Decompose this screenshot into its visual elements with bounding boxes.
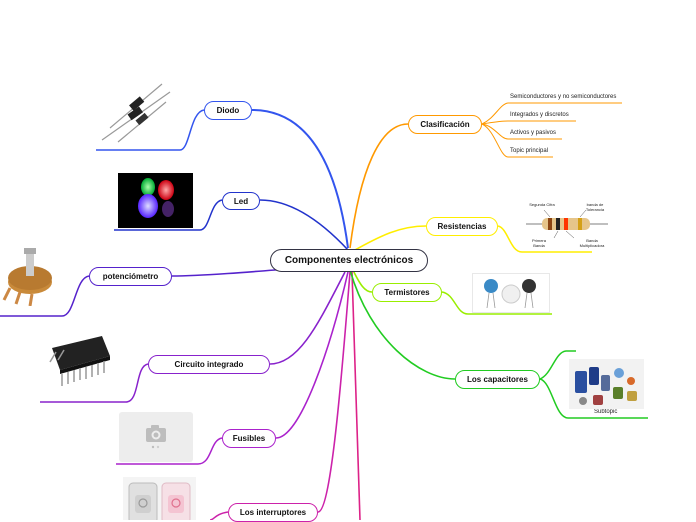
sub-connector-clasificacion-4: [481, 123, 553, 158]
connector-bottom: [351, 271, 361, 520]
connector-resistencias: [354, 225, 427, 251]
leaf-clasificacion-1[interactable]: Semiconductores y no semiconductores: [510, 94, 617, 100]
sub-connector-interruptores: [209, 511, 229, 520]
branch-fusibles[interactable]: Fusibles: [222, 429, 276, 448]
diode-image: [100, 80, 172, 144]
leaf-clasificacion-2[interactable]: Integrados y discretos: [510, 112, 569, 118]
potentiometer-image: [0, 244, 62, 306]
sub-connector-termistores: [441, 291, 552, 315]
branch-potenciometro[interactable]: potenciómetro: [89, 267, 172, 286]
branch-capacitores[interactable]: Los capacitores: [455, 370, 540, 389]
resistor-image: Segunda Cifra Primera Banda Banda Multip…: [524, 200, 610, 248]
resistor-label-primera-banda: Primera Banda: [531, 238, 546, 248]
fusibles-image-placeholder: [119, 412, 193, 462]
capacitor-image: [569, 359, 644, 409]
connector-circuito: [269, 271, 346, 365]
sub-connector-clasificacion-3: [481, 123, 562, 140]
sub-connector-diodo: [96, 109, 205, 151]
central-topic[interactable]: Componentes electrónicos: [270, 249, 428, 272]
sub-connector-clasificacion-2: [481, 120, 576, 125]
leaf-clasificacion-4[interactable]: Topic principal: [510, 148, 549, 154]
leaf-capacitores-subtopic[interactable]: Subtopic: [594, 409, 618, 415]
branch-clasificacion[interactable]: Clasificación: [408, 115, 482, 134]
connector-fusibles: [275, 271, 349, 439]
connector-led: [259, 199, 349, 251]
branch-diodo[interactable]: Diodo: [204, 101, 252, 120]
connector-capacitores: [349, 269, 456, 380]
resistor-label-tolerancia: banda de Tolerancia: [585, 202, 605, 212]
connector-diodo: [251, 109, 349, 249]
sub-connector-led: [114, 199, 223, 231]
switch-image: [123, 477, 196, 520]
resistor-label-segunda-cifra: Segunda Cifra: [529, 202, 555, 207]
branch-resistencias[interactable]: Resistencias: [426, 217, 498, 236]
branch-interruptores[interactable]: Los interruptores: [228, 503, 318, 522]
sub-connector-resistencias: [497, 225, 592, 253]
branch-circuito-integrado[interactable]: Circuito integrado: [148, 355, 270, 374]
sub-connector-potenciometro: [0, 275, 90, 317]
connector-clasificacion: [349, 123, 409, 249]
sub-connector-capacitores: [539, 378, 648, 419]
led-image: [118, 173, 193, 228]
sub-connector-fusibles: [116, 437, 223, 465]
ic-image: [44, 330, 116, 392]
leaf-clasificacion-3[interactable]: Activos y pasivos: [510, 130, 557, 136]
sub-connector-clasificacion-1: [481, 102, 622, 125]
thermistor-image: [472, 273, 550, 313]
branch-termistores[interactable]: Termistores: [372, 283, 442, 302]
sub-connector-capacitores-top: [539, 350, 576, 380]
branch-led[interactable]: Led: [222, 192, 260, 210]
connector-interruptores: [317, 271, 351, 513]
sub-connector-circuito: [40, 363, 149, 403]
resistor-label-multiplicadora: Banda Multiplicadora: [579, 238, 605, 248]
